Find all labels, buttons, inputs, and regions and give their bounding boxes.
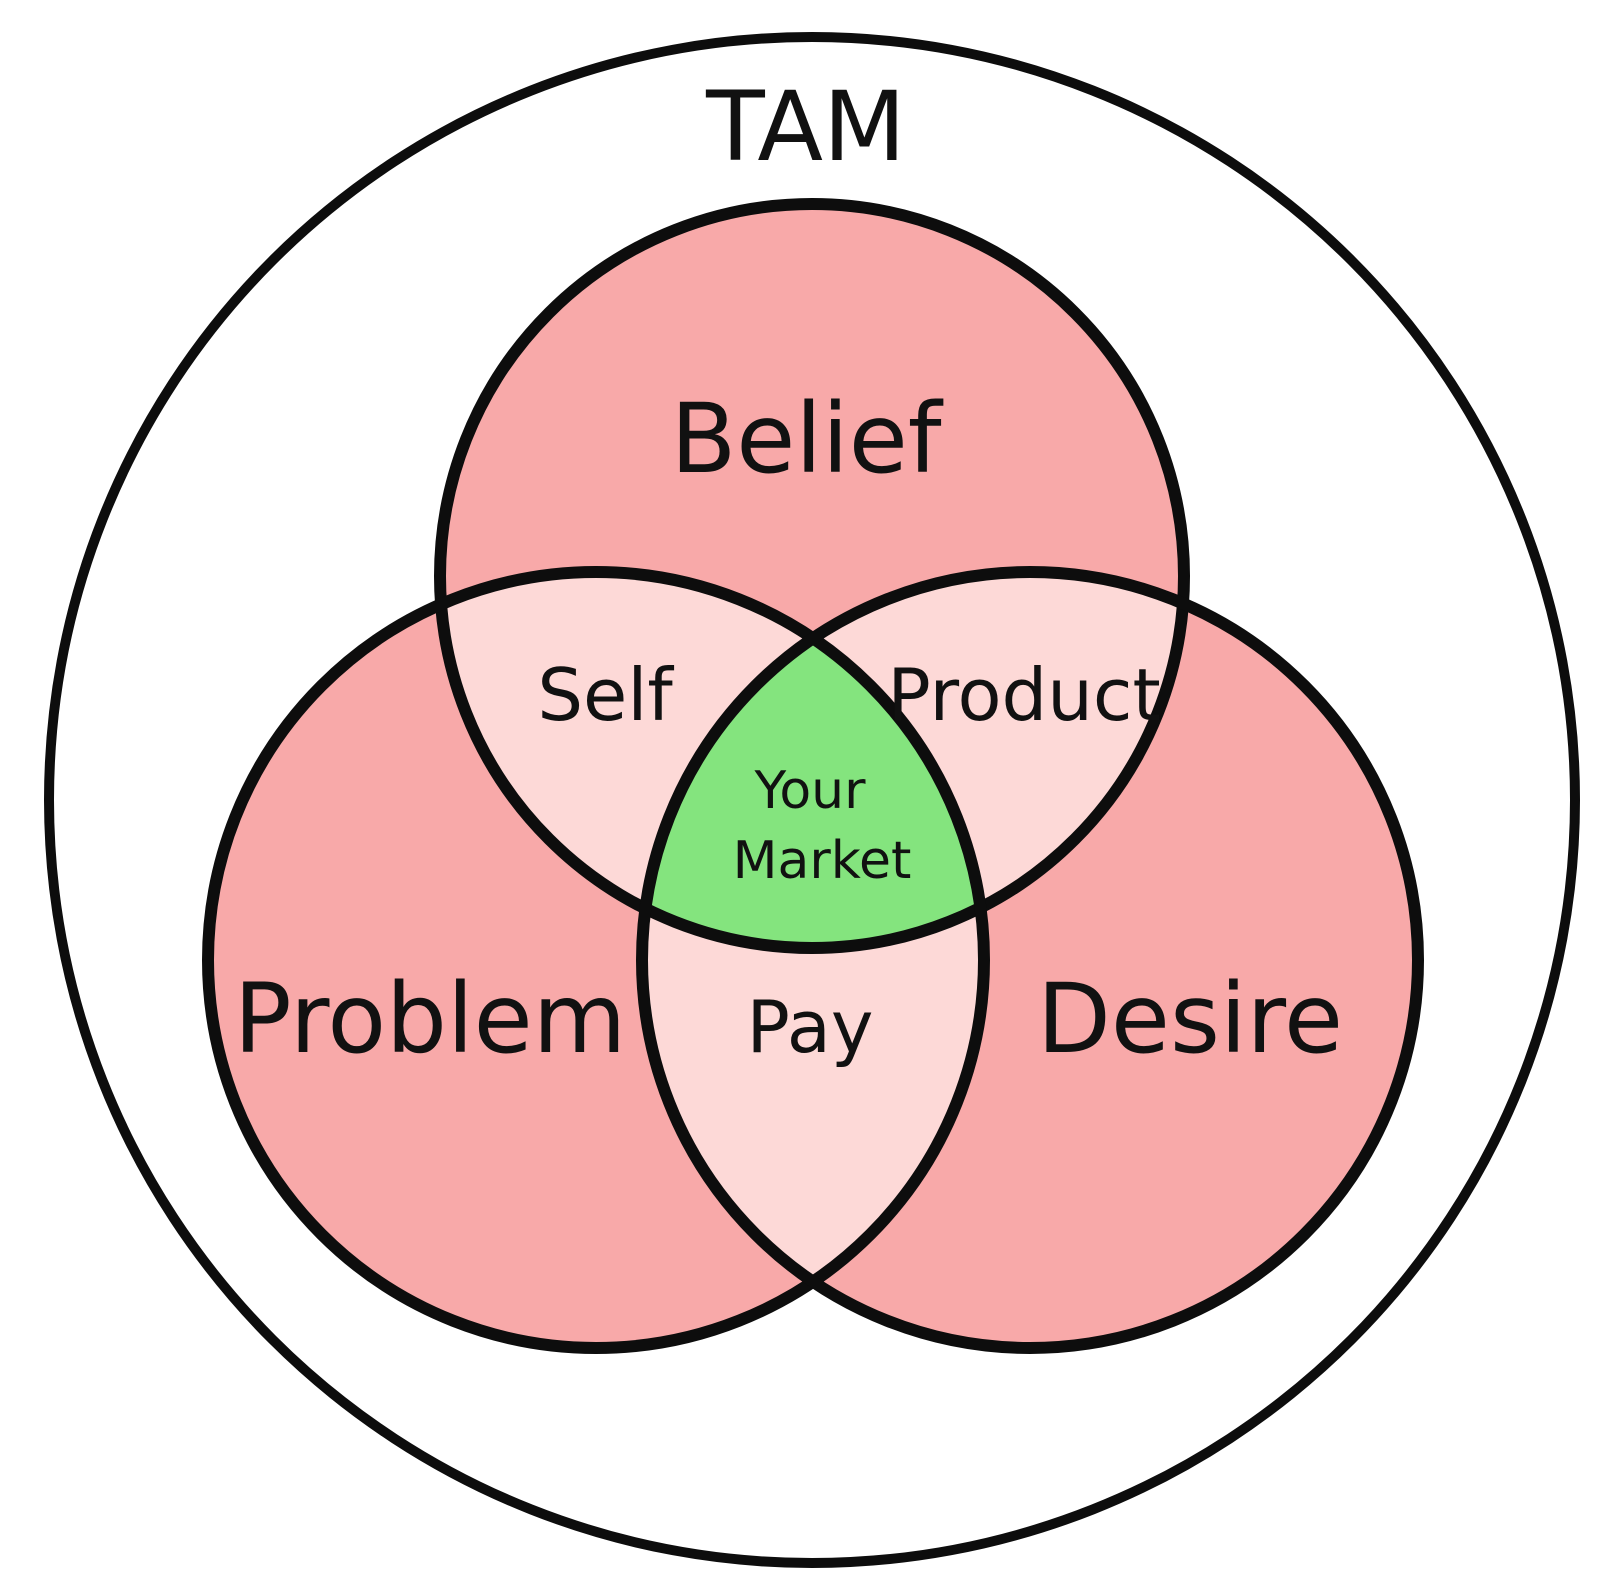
- problem-outline: [202, 566, 990, 1354]
- belief-outline: [434, 198, 1190, 954]
- your-market-label-line2: Market: [733, 831, 912, 891]
- problem-label: Problem: [234, 963, 626, 1075]
- desire-outline: [636, 566, 1424, 1354]
- pay-label: Pay: [747, 985, 874, 1069]
- tam-label: TAM: [705, 71, 906, 183]
- your-market-overlap: [642, 572, 984, 948]
- product-label: Product: [887, 653, 1160, 737]
- desire-label: Desire: [1037, 963, 1343, 1075]
- your-market-label-line1: Your: [753, 761, 866, 821]
- belief-label: Belief: [670, 383, 943, 495]
- self-label: Self: [537, 653, 674, 737]
